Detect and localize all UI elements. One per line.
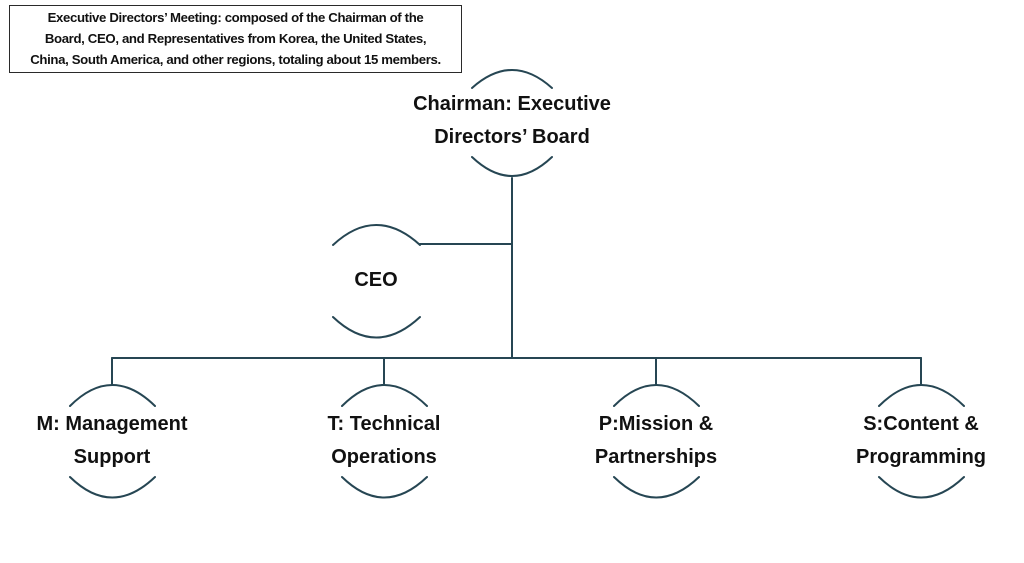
m-label-line-2: Support [73,446,151,468]
p-label-line-1: P:Mission & [598,413,714,435]
p-bottom-arc [613,476,700,499]
m-node-label: M: Management Support [12,408,212,474]
p-label-line-2: Partnerships [594,446,718,468]
p-top-arc [613,384,700,407]
meeting-description-line-3: China, South America, and other regions,… [30,52,441,67]
s-top-arc [878,384,965,407]
meeting-description-line-1: Executive Directors’ Meeting: composed o… [47,10,424,25]
ceo-node-label: CEO [316,264,436,297]
p-node-label: P:Mission & Partnerships [556,408,756,474]
meeting-description-box: Executive Directors’ Meeting: composed o… [9,5,462,73]
chairman-label-line-2: Directors’ Board [434,126,590,148]
s-label-line-1: S:Content & [863,413,979,435]
chairman-label-line-1: Chairman: Executive [413,93,611,115]
meeting-description-line-2: Board, CEO, and Representatives from Kor… [44,31,427,46]
t-bottom-arc [341,476,428,499]
chairman-top-arc [471,69,553,89]
t-label-line-2: Operations [331,446,437,468]
s-bottom-arc [878,476,965,499]
chairman-bottom-arc [471,156,553,177]
ceo-label-line-1: CEO [354,269,398,291]
ceo-bottom-arc [332,316,421,339]
chairman-node-label: Chairman: Executive Directors’ Board [362,88,662,154]
t-label-line-1: T: Technical [327,413,441,435]
ceo-top-arc [332,224,421,246]
m-label-line-1: M: Management [36,413,188,435]
t-node-label: T: Technical Operations [284,408,484,474]
m-top-arc [69,384,156,407]
s-node-label: S:Content & Programming [821,408,1021,474]
s-label-line-2: Programming [855,446,987,468]
t-top-arc [341,384,428,407]
m-bottom-arc [69,476,156,499]
